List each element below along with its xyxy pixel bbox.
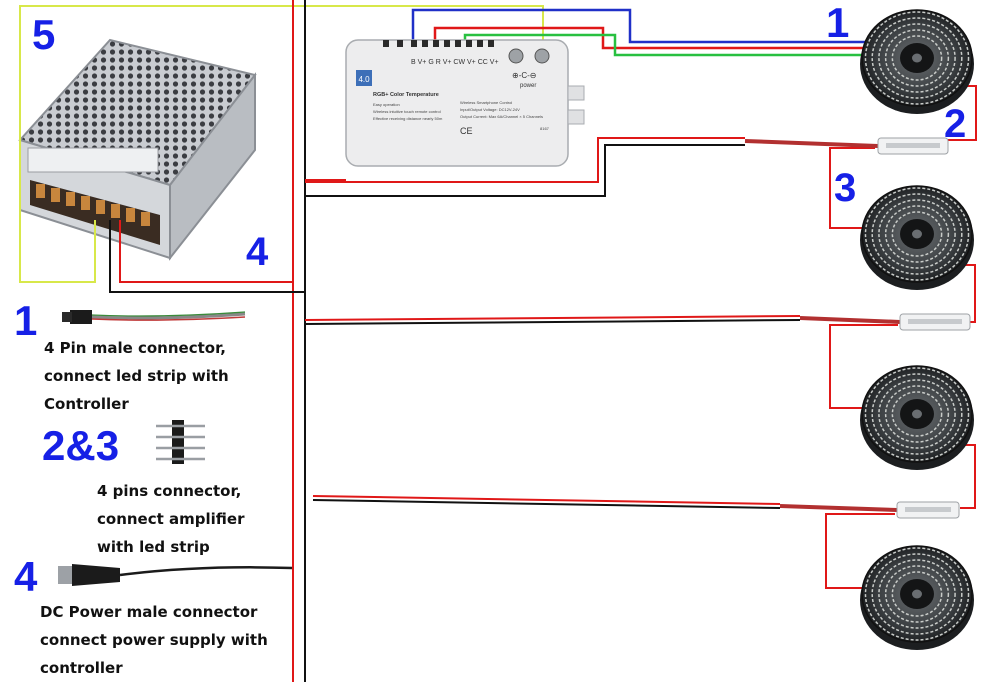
terminal-labels: B V+ G R V+ CW V+ CC V+ bbox=[411, 59, 499, 66]
signal-amplifier-icon bbox=[896, 501, 960, 519]
controller-right-line-1: Wireless Smartphone Control bbox=[460, 100, 512, 105]
amp2-ribbon bbox=[799, 316, 901, 324]
psu-black-lead bbox=[109, 220, 305, 293]
amp2-red-feed bbox=[304, 315, 801, 321]
four-pin-connector-icon bbox=[156, 420, 205, 464]
amplifiers bbox=[877, 137, 971, 519]
signal-amplifier-icon bbox=[899, 313, 971, 331]
yellow-wire bbox=[19, 5, 544, 283]
blue-data-wire bbox=[411, 8, 866, 44]
power-supply-unit bbox=[18, 38, 257, 261]
legend-item2-number: 2&3 bbox=[42, 422, 120, 469]
controller-right-line-2: Input/Output Voltage: DC12V-24V bbox=[460, 107, 520, 112]
led-strip-reel-icon bbox=[860, 365, 974, 470]
amp1-to-strip2 bbox=[829, 147, 875, 229]
wiring bbox=[19, 0, 977, 682]
power-label: power bbox=[520, 83, 536, 89]
led-strip-reel-icon bbox=[860, 185, 974, 290]
green-data-wire bbox=[463, 33, 868, 57]
controller-marks: CE bbox=[460, 126, 473, 136]
controller-left-line-1: Easy operation bbox=[373, 102, 400, 107]
rgb-controller-box-icon bbox=[345, 39, 585, 167]
controller-box: 4.0 B V+ G R V+ CW V+ CC V+ ⊕-C-⊖ power … bbox=[345, 39, 585, 167]
dc-power-plug-icon bbox=[58, 564, 293, 586]
led-strip-reels bbox=[860, 9, 974, 650]
amp1-ribbon bbox=[744, 139, 879, 148]
callout-strip-one: 1 bbox=[826, 0, 850, 46]
amp3-ribbon bbox=[779, 504, 898, 512]
led-strip-reel-icon bbox=[860, 545, 974, 650]
controller-left-line-2: Wireless intuitive touch remote control bbox=[373, 109, 441, 114]
callout-controller-cable: 4 bbox=[246, 230, 269, 274]
controller-title: RGB+ Color Temperature bbox=[373, 92, 439, 98]
controller-model: 8167 bbox=[540, 126, 550, 131]
legend-item1-text: 4 Pin male connector, connect led strip … bbox=[44, 339, 229, 413]
legend-item2-text: 4 pins connector, connect amplifier with… bbox=[97, 482, 245, 556]
callout-strip-two: 3 bbox=[834, 166, 857, 210]
controller-right-line-3: Output Current: Max 6A/Channel × 5 Chann… bbox=[460, 114, 543, 119]
red-data-wire bbox=[433, 26, 868, 50]
amp3-red-feed bbox=[312, 495, 781, 505]
controller-left-line-3: Effective receiving distance nearly 50m bbox=[373, 116, 443, 121]
callout-amplifier-one: 2 bbox=[944, 102, 967, 146]
switching-power-supply-icon bbox=[18, 38, 257, 261]
legend-item3-number: 4 bbox=[14, 553, 38, 600]
strip2-to-amp2 bbox=[960, 264, 976, 323]
polarity-label: ⊕-C-⊖ bbox=[512, 71, 537, 80]
amp3-to-strip4 bbox=[825, 513, 895, 589]
amp2-to-strip3 bbox=[829, 324, 898, 409]
legend-item3-text: DC Power male connector connect power su… bbox=[40, 603, 268, 677]
amp3-black-feed bbox=[312, 499, 781, 509]
four-pin-male-connector-icon bbox=[62, 310, 246, 324]
signal-amplifier-icon bbox=[877, 137, 949, 155]
amp2-black-feed bbox=[304, 319, 801, 325]
legend-item1-number: 1 bbox=[14, 297, 38, 344]
amp1-black-feed bbox=[305, 144, 745, 197]
brand-label: 4.0 bbox=[358, 75, 370, 84]
strip3-to-amp3 bbox=[960, 444, 976, 509]
psu-red-lead bbox=[119, 220, 293, 283]
led-strip-reel-icon bbox=[860, 9, 974, 114]
callout-power-supply: 5 bbox=[32, 11, 56, 58]
amp1-red-feed bbox=[305, 137, 745, 183]
